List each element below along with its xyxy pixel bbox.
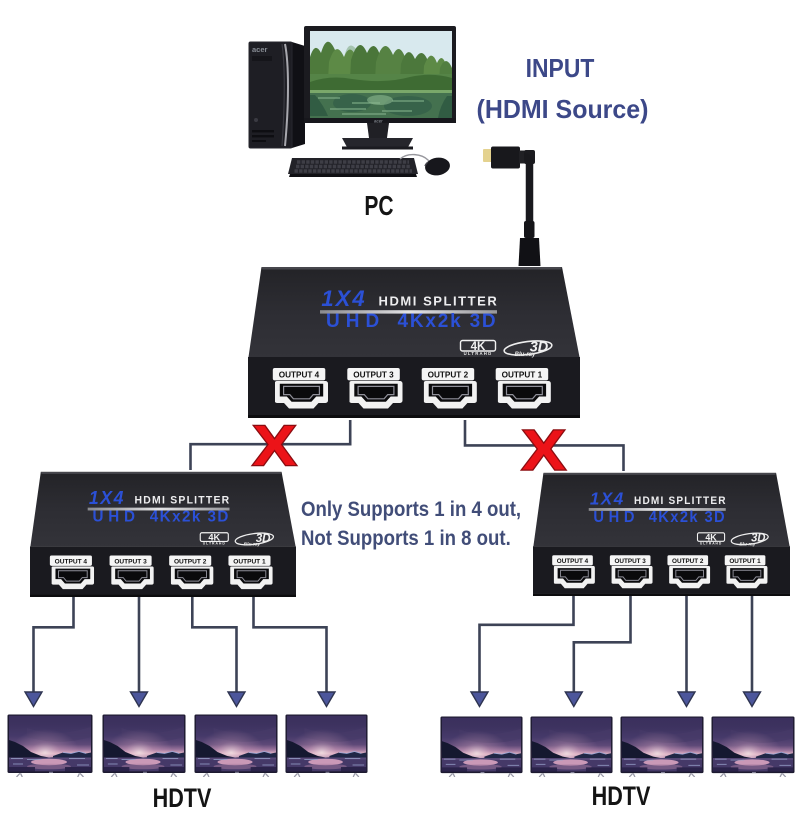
- svg-text:acer: acer: [374, 118, 383, 123]
- svg-text:X: X: [522, 418, 566, 480]
- svg-text:X: X: [253, 414, 297, 478]
- svg-text:acer: acer: [252, 45, 268, 54]
